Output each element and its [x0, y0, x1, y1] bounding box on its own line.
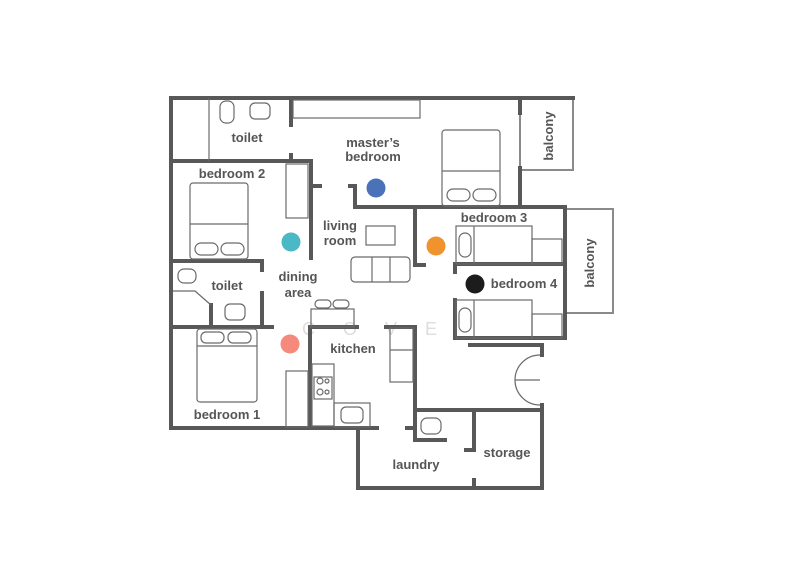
label-bedroom3: bedroom 3: [461, 210, 527, 225]
label-toilet-left: toilet: [211, 278, 243, 293]
label-master-line2: bedroom: [345, 149, 401, 164]
bedroom1-wardrobe: [285, 370, 309, 428]
label-dining-line2: area: [285, 285, 313, 300]
master-wardrobe: [292, 99, 421, 119]
stove: [313, 376, 333, 400]
kitchen-sink: [340, 406, 364, 424]
toilet-top-fixture: [219, 100, 235, 124]
bedroom2-bed: [189, 182, 249, 260]
bedroom-3-marker[interactable]: [426, 236, 446, 256]
bedroom-4-marker[interactable]: [465, 274, 485, 294]
toilet-left-sink: [224, 303, 246, 321]
bedroom4-bed: [455, 299, 533, 339]
label-balcony-right: balcony: [582, 238, 597, 288]
laundry-toilet: [420, 417, 442, 435]
furniture: [173, 98, 563, 435]
watermark: COVE: [302, 319, 465, 339]
double-door: [514, 354, 541, 406]
fridge: [389, 327, 414, 383]
label-storage: storage: [484, 445, 531, 460]
bedroom-2-marker[interactable]: [281, 232, 301, 252]
bedroom-1-marker[interactable]: [280, 334, 300, 354]
label-master-line1: master’s: [346, 135, 399, 150]
master-bedroom-marker[interactable]: [366, 178, 386, 198]
label-bedroom4: bedroom 4: [491, 276, 558, 291]
label-living-line1: living: [323, 218, 357, 233]
dining-table: [310, 308, 355, 328]
kitchen-counter: [311, 363, 335, 427]
walls: [169, 96, 575, 490]
label-dining-line1: dining: [279, 269, 318, 284]
label-kitchen: kitchen: [330, 341, 376, 356]
label-toilet-top: toilet: [231, 130, 263, 145]
master-bed: [441, 129, 501, 207]
label-laundry: laundry: [393, 457, 441, 472]
label-bedroom2: bedroom 2: [199, 166, 265, 181]
bedroom2-wardrobe: [285, 163, 309, 219]
toilet-left-bath: [177, 268, 197, 284]
bedroom3-bed: [455, 225, 533, 265]
label-bedroom1: bedroom 1: [194, 407, 260, 422]
label-living-line2: room: [324, 233, 357, 248]
room-labels: toilet master’s bedroom bedroom 2 living…: [194, 111, 597, 472]
label-balcony-top: balcony: [541, 111, 556, 161]
coffee-table: [365, 225, 396, 246]
bedroom1-bed: [196, 328, 258, 403]
sofa: [350, 256, 411, 283]
room-markers: [280, 178, 485, 354]
toilet-top-sink: [249, 102, 271, 120]
